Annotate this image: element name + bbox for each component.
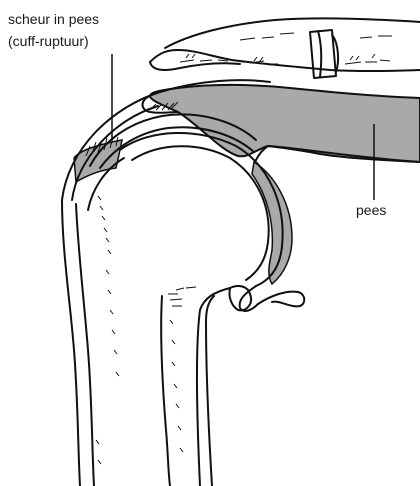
- humerus-shaft: [62, 158, 230, 486]
- acromion-texture: [180, 33, 392, 64]
- tendon-wrap: [252, 162, 292, 284]
- tendon-label: pees: [356, 202, 386, 218]
- tendon-band: [150, 85, 420, 162]
- tear-label-line2: (cuff-ruptuur): [8, 33, 89, 49]
- acromion-bone: [150, 18, 420, 78]
- tendon: [74, 85, 420, 284]
- tear-label-line1: scheur in pees: [8, 11, 99, 27]
- bone-texture: [96, 196, 196, 464]
